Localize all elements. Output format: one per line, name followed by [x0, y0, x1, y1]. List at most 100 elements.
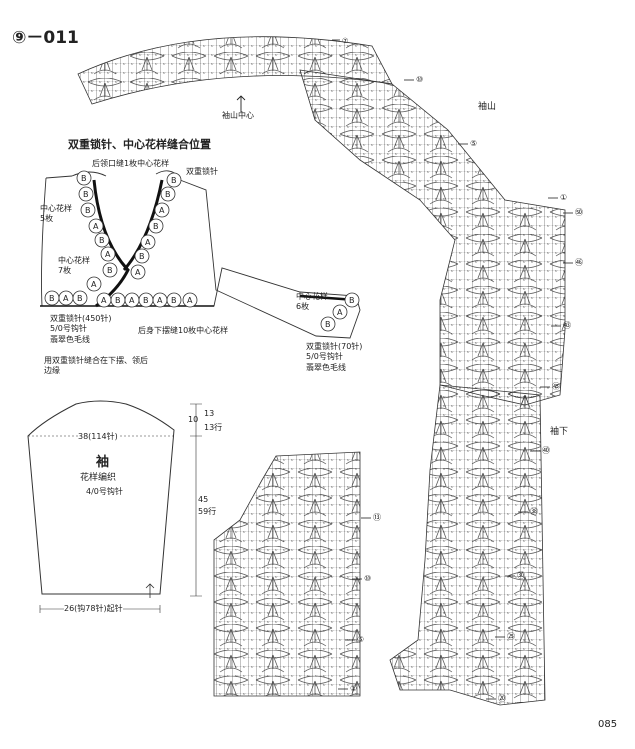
row-number: ⑩	[416, 75, 424, 84]
motif-b-6: B	[44, 290, 60, 306]
sleeve-height-body: 45	[198, 495, 209, 504]
motif-a-8: A	[182, 292, 198, 308]
svg-text:A: A	[63, 294, 69, 303]
motif-a-10: A	[140, 234, 156, 250]
motif-a-1: A	[88, 218, 104, 234]
row-number: ㉚	[517, 571, 525, 580]
motif-a-7: A	[152, 292, 168, 308]
motif-a-9: A	[154, 202, 170, 218]
row-number: ⑩	[364, 574, 372, 583]
motif-b-5: B	[102, 262, 118, 278]
jacket-schematic	[41, 170, 361, 339]
row-num: ⑦	[342, 37, 348, 45]
motif-a-12: A	[332, 304, 348, 320]
svg-text:B: B	[165, 190, 171, 199]
row-number: ①	[560, 193, 568, 202]
row-number: ⑤	[357, 635, 365, 644]
sleeve-subtitle: 花样编织	[80, 473, 117, 483]
svg-text:A: A	[157, 296, 163, 305]
svg-text:B: B	[143, 296, 149, 305]
svg-text:A: A	[337, 308, 343, 317]
motif-a-3: A	[86, 276, 102, 292]
pattern-code: ⑨－011	[12, 28, 79, 48]
motif-b-1: B	[76, 170, 92, 186]
svg-text:B: B	[81, 174, 87, 183]
label-double-chain-top: 双重锁针	[186, 167, 218, 176]
svg-text:A: A	[91, 280, 97, 289]
svg-text:A: A	[101, 296, 107, 305]
label-bottom-chain: 双重锁针(450针) 5/0号钩针 翡翠色毛线	[50, 314, 112, 344]
sleeve-title: 袖	[96, 455, 110, 470]
row-number: ㊺	[552, 382, 560, 391]
jacket-title: 双重锁针、中心花样缝合位置	[68, 138, 211, 151]
row-number: ㊻	[575, 258, 583, 267]
svg-text:B: B	[139, 252, 145, 261]
svg-text:B: B	[153, 222, 159, 231]
label-sleeve-chain: 双重锁针(70针) 5/0号钩针 翡翠色毛线	[306, 342, 363, 372]
sleeve-height-body-rows: 59行	[198, 507, 217, 516]
page-number: 085	[598, 719, 618, 730]
svg-text:B: B	[77, 294, 83, 303]
motif-b-12: B	[148, 218, 164, 234]
motif-b-14: B	[166, 172, 182, 188]
motif-b-15: B	[344, 292, 360, 308]
motif-b-3: B	[80, 202, 96, 218]
sleeve-height-cap: 13	[204, 409, 215, 418]
motif-a-4: A	[58, 290, 74, 306]
svg-text:B: B	[325, 320, 331, 329]
motif-a-5: A	[96, 292, 112, 308]
svg-text:B: B	[171, 176, 177, 185]
svg-text:B: B	[99, 236, 105, 245]
svg-text:B: B	[349, 296, 355, 305]
svg-text:A: A	[187, 296, 193, 305]
svg-text:A: A	[159, 206, 165, 215]
svg-text:A: A	[93, 222, 99, 231]
motif-b-13: B	[134, 248, 150, 264]
motif-b-8: B	[110, 292, 126, 308]
row-number: ㊵	[542, 446, 550, 455]
sleeve-width-top: 38(114针)	[78, 432, 118, 441]
svg-text:A: A	[129, 296, 135, 305]
chart-label-cap: 袖山	[478, 102, 497, 112]
row-number: ⑤	[470, 139, 478, 148]
row-number: ㊿	[575, 208, 583, 217]
row-number: ㊸	[563, 321, 571, 330]
svg-text:B: B	[85, 206, 91, 215]
label-collar-center: 后领口缝1枚中心花样	[92, 159, 170, 168]
motif-b-4: B	[94, 232, 110, 248]
motif-a-2: A	[100, 246, 116, 262]
chart-label-cuff: 袖下	[550, 427, 569, 437]
row-number: ①	[350, 684, 358, 693]
motif-b-11: B	[160, 186, 176, 202]
motif-b-2: B	[78, 186, 94, 202]
sleeve-schematic	[27, 400, 202, 613]
motif-b-16: B	[320, 316, 336, 332]
motif-a-11: A	[130, 264, 146, 280]
row-number: ㉕	[507, 632, 515, 641]
motif-b-10: B	[166, 292, 182, 308]
label-back-hem: 后身下摆缝10枚中心花样	[138, 326, 229, 335]
svg-text:A: A	[135, 268, 141, 277]
motif-b-9: B	[138, 292, 154, 308]
svg-text:B: B	[49, 294, 55, 303]
chart-label-cap-center: 袖山中心	[222, 111, 254, 120]
svg-text:B: B	[171, 296, 177, 305]
label-center-5: 中心花样 5枚	[40, 204, 72, 223]
row-number: ㊳	[530, 507, 538, 516]
label-center-7: 中心花样 7枚	[58, 256, 90, 275]
motif-a-6: A	[124, 292, 140, 308]
sleeve-hook: 4/0号钩针	[86, 487, 123, 496]
sleeve-width-bottom: 26(钩78针)起针	[64, 604, 123, 613]
row-number: ⑬	[373, 513, 381, 522]
sleeve-height-cap-side: 10	[188, 415, 199, 424]
svg-text:B: B	[115, 296, 121, 305]
svg-text:B: B	[107, 266, 113, 275]
svg-text:A: A	[105, 250, 111, 259]
label-center-6: 中心花样 6枚	[296, 292, 328, 311]
sleeve-height-cap-rows: 13行	[204, 423, 223, 432]
motif-b-7: B	[72, 290, 88, 306]
svg-text:A: A	[145, 238, 151, 247]
row-number: ⑳	[498, 694, 506, 703]
label-note: 用双重锁针缝合在下摆、领后 边缘	[44, 356, 148, 376]
